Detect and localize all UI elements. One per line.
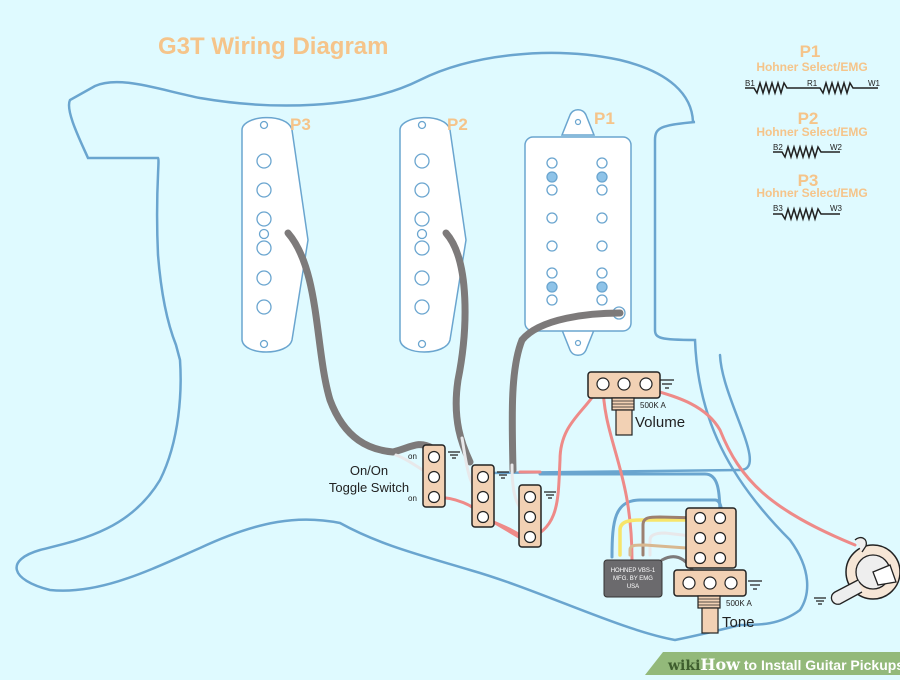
legend-p1-model: Hohner Select/EMG (756, 60, 867, 74)
toggle-switch-3[interactable] (518, 484, 542, 548)
wire-red-vol-switch (488, 381, 602, 542)
volume-label: Volume (635, 414, 685, 431)
toggle-switch-2[interactable] (471, 464, 495, 528)
legend-p3-w3: W3 (830, 204, 843, 213)
pickup-p1-label: P1 (594, 109, 615, 128)
legend-p1-title: P1 (800, 42, 821, 61)
wire-blue-ground (488, 353, 752, 475)
wire-red-vol-tone (601, 381, 634, 562)
wire-tan (628, 543, 702, 557)
legend-p3-title: P3 (798, 171, 819, 190)
volume-pot[interactable] (587, 371, 661, 436)
legend-p1-w1: W1 (868, 79, 881, 88)
footer-caption-text: to Install Guitar Pickups (739, 657, 900, 673)
ground-icon (814, 597, 826, 605)
module-line3: USA (627, 584, 639, 590)
wire-p3-lead (284, 229, 436, 456)
resistor-p1 (745, 80, 878, 96)
legend-p1-r1: R1 (807, 79, 818, 88)
ground-icon (660, 379, 674, 389)
legend-p3-b3: B3 (773, 204, 783, 213)
resistor-p2 (773, 144, 840, 160)
brand-wiki: wiki (668, 658, 701, 674)
ground-icon (448, 451, 460, 459)
wire-brown (641, 515, 701, 557)
legend-p1-b1: B1 (745, 79, 755, 88)
wire-p1-lead (508, 309, 624, 474)
wire-white (648, 531, 702, 557)
wires (284, 229, 857, 587)
tone-value: 500K A (726, 599, 752, 608)
tone-label: Tone (722, 614, 755, 631)
diagram-title: G3T Wiring Diagram (158, 33, 389, 60)
module-line2: MFG. BY EMG (613, 576, 653, 582)
pickup-p3: P3 (241, 115, 311, 353)
ground-icon (544, 491, 556, 499)
switch-on-bottom: on (408, 494, 417, 503)
pickup-p1: P1 (524, 109, 632, 356)
pickup-p2-label: P2 (447, 115, 468, 134)
resistor-p3 (773, 206, 840, 222)
switch-on-top: on (408, 452, 417, 461)
legend-p2-b2: B2 (773, 143, 783, 152)
ground-icon (497, 471, 509, 479)
ground-icons (448, 379, 826, 605)
emg-module: HOHNEP VBS-1 MFG. BY EMG USA (603, 559, 663, 598)
legend-p3-model: Hohner Select/EMG (756, 186, 867, 200)
footer-banner (645, 652, 900, 675)
brand-how: How (700, 655, 740, 674)
tone-pot[interactable] (673, 507, 747, 634)
footer-caption: wikiHow to Install Guitar Pickups (668, 655, 900, 674)
output-jack[interactable] (830, 536, 900, 605)
legend: P1 Hohner Select/EMG B1 R1 W1 P2 Hohner … (745, 42, 881, 222)
legend-p2-title: P2 (798, 109, 819, 128)
switch-label-line2: Toggle Switch (329, 480, 409, 495)
ground-icon (748, 580, 762, 590)
volume-value: 500K A (640, 401, 666, 410)
pickup-p2: P2 (399, 115, 468, 353)
pickup-p3-label: P3 (290, 115, 311, 134)
switch-label-line1: On/On (350, 463, 388, 478)
legend-p2-model: Hohner Select/EMG (756, 125, 867, 139)
pickguard-outline (15, 51, 809, 642)
toggle-switch-1[interactable] (422, 444, 446, 508)
module-line1: HOHNEP VBS-1 (611, 568, 656, 574)
legend-p2-w2: W2 (830, 143, 843, 152)
